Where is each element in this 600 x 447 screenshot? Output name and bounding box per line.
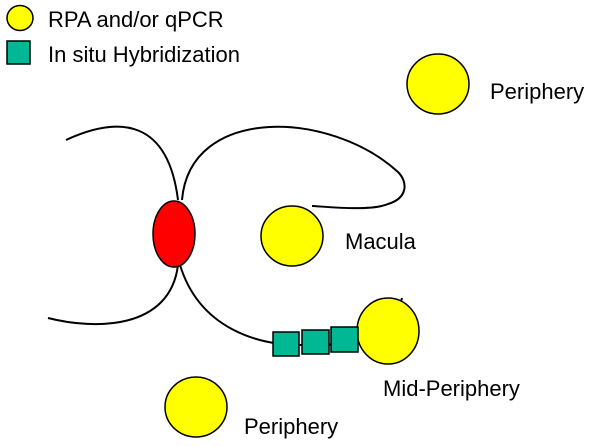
- legend-rpa-label: RPA and/or qPCR: [48, 7, 224, 32]
- ish-squares: [272, 326, 359, 357]
- periphery-top-sample-circle: [406, 53, 470, 115]
- legend-ish-square-icon: [6, 40, 31, 65]
- ish-square-2: [301, 329, 330, 355]
- mid-periphery-label: Mid-Periphery: [383, 376, 520, 401]
- ish-square-1: [272, 331, 300, 357]
- ish-square-3: [330, 326, 359, 353]
- periphery-top-label: Periphery: [490, 79, 584, 104]
- legend-rpa-circle-icon: [6, 4, 34, 32]
- macula-label: Macula: [345, 229, 417, 254]
- periphery-bottom-sample-circle: [164, 376, 228, 438]
- retina-upper-arc: [181, 125, 406, 210]
- retina-upper-left-curve: [65, 125, 179, 201]
- periphery-bottom-label: Periphery: [244, 414, 338, 439]
- macula-sample-circle: [260, 205, 324, 267]
- retina-lower-left-curve: [47, 264, 179, 326]
- mid-periphery-sample-circle: [356, 297, 420, 365]
- optic-disc-shape: [152, 200, 196, 268]
- legend: RPA and/or qPCR In situ Hybridization: [6, 4, 240, 67]
- legend-ish-label: In situ Hybridization: [48, 42, 240, 67]
